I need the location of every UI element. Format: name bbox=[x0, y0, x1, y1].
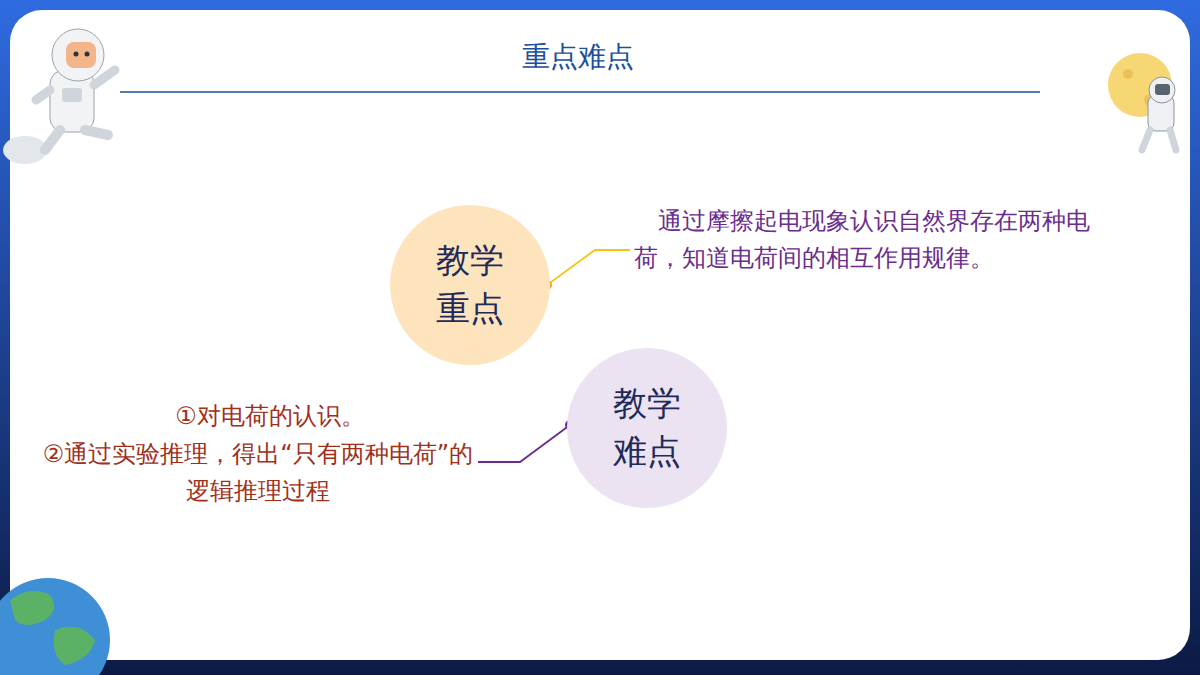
difficulty-text: ①对电荷的认识。 bbox=[60, 398, 480, 435]
white-panel bbox=[10, 10, 1190, 660]
topic-circle: 教学 难点 bbox=[567, 348, 727, 508]
topic-circle: 教学 重点 bbox=[390, 205, 550, 365]
circle-label: 教学 重点 bbox=[433, 237, 508, 332]
earth-illustration bbox=[0, 578, 110, 675]
astronaut-illustration bbox=[3, 29, 115, 164]
moon-illustration bbox=[1108, 53, 1176, 150]
key-point-text: 通过摩擦起电现象认识自然界存在两种电荷，知道电荷间的相互作用规律。 bbox=[634, 203, 1114, 277]
slide-title: 重点难点 bbox=[0, 38, 1156, 76]
difficulty-text: ②通过实验推理，得出“只有两种电荷”的逻辑推理过程 bbox=[40, 436, 476, 510]
title-rule bbox=[120, 91, 1040, 93]
circle-label: 教学 难点 bbox=[610, 380, 685, 475]
